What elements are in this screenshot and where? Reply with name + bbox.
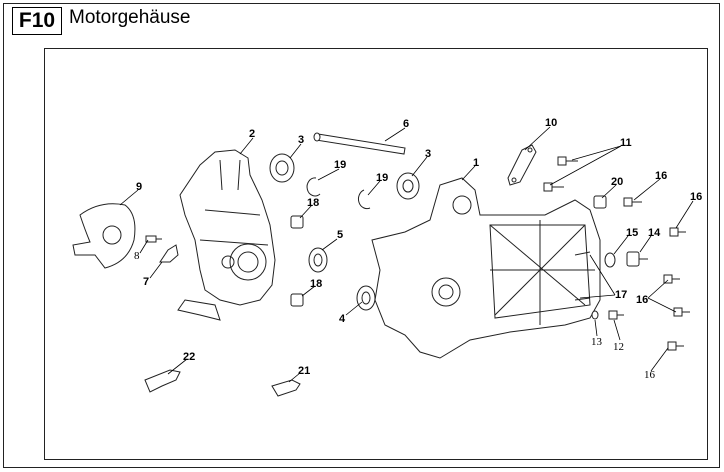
- part-dowel-upper: [290, 215, 304, 229]
- callout-20: 20: [611, 176, 623, 188]
- callout-19a: 19: [334, 159, 346, 171]
- part-bearing-right: [396, 172, 420, 200]
- part-seal-5: [308, 247, 328, 273]
- part-sleeve: [593, 195, 607, 209]
- callout-15: 15: [626, 227, 638, 239]
- callout-3a: 3: [298, 134, 304, 146]
- part-circlip-right: [357, 189, 371, 210]
- callout-10: 10: [545, 117, 557, 129]
- part-right-crankcase: [371, 177, 601, 359]
- part-left-crankcase: [177, 149, 276, 321]
- part-circlip-left: [306, 177, 321, 197]
- callout-4: 4: [339, 313, 346, 325]
- callout-1: 1: [473, 157, 479, 169]
- page-title: Motorgehäuse: [69, 7, 191, 28]
- part-gasket-plate: [72, 203, 136, 269]
- part-seal-4: [356, 285, 376, 311]
- callout-13: 13: [591, 336, 603, 348]
- part-bolt-12: [608, 310, 624, 320]
- callout-6: 6: [403, 118, 409, 130]
- callout-16d: 16: [644, 369, 656, 381]
- part-washer-13: [591, 310, 599, 320]
- part-bolt-11a: [557, 156, 578, 166]
- callout-18a: 18: [307, 197, 319, 209]
- callout-16a: 16: [655, 170, 667, 182]
- part-plug-14: [626, 251, 648, 267]
- part-bearing-left: [269, 153, 295, 183]
- part-clip-21: [271, 379, 301, 397]
- part-clip: [159, 244, 179, 263]
- callout-19b: 19: [376, 172, 388, 184]
- callout-14: 14: [648, 227, 661, 239]
- part-dowel-lower: [290, 293, 304, 307]
- callout-9: 9: [136, 181, 142, 193]
- callout-5: 5: [337, 229, 343, 241]
- callout-11: 11: [620, 137, 632, 149]
- callout-18b: 18: [310, 278, 322, 290]
- part-small-bolt: [145, 235, 162, 243]
- callout-8: 8: [134, 250, 140, 262]
- callout-12: 12: [613, 341, 624, 353]
- callout-21: 21: [298, 365, 310, 377]
- part-clip-22: [144, 369, 181, 393]
- part-washer-15: [604, 252, 616, 268]
- callout-labels: 1 2 3 3 4 5 6 7 8 9 10 11 12 13 14 15 16…: [134, 117, 702, 381]
- part-bracket: [507, 144, 537, 186]
- part-bolts-16: [623, 197, 690, 351]
- callout-22: 22: [183, 351, 195, 363]
- diagram-frame: [44, 48, 708, 460]
- callout-2: 2: [249, 128, 255, 140]
- callout-7: 7: [143, 276, 149, 288]
- page-frame: [3, 3, 720, 468]
- leader-lines: [119, 126, 694, 383]
- part-shaft: [313, 132, 406, 155]
- callout-17: 17: [615, 289, 627, 301]
- figure-code: F10: [12, 7, 62, 35]
- callout-16b: 16: [690, 191, 702, 203]
- callout-16c: 16: [636, 294, 648, 306]
- part-bolt-11b: [543, 182, 564, 192]
- callout-3b: 3: [425, 148, 431, 160]
